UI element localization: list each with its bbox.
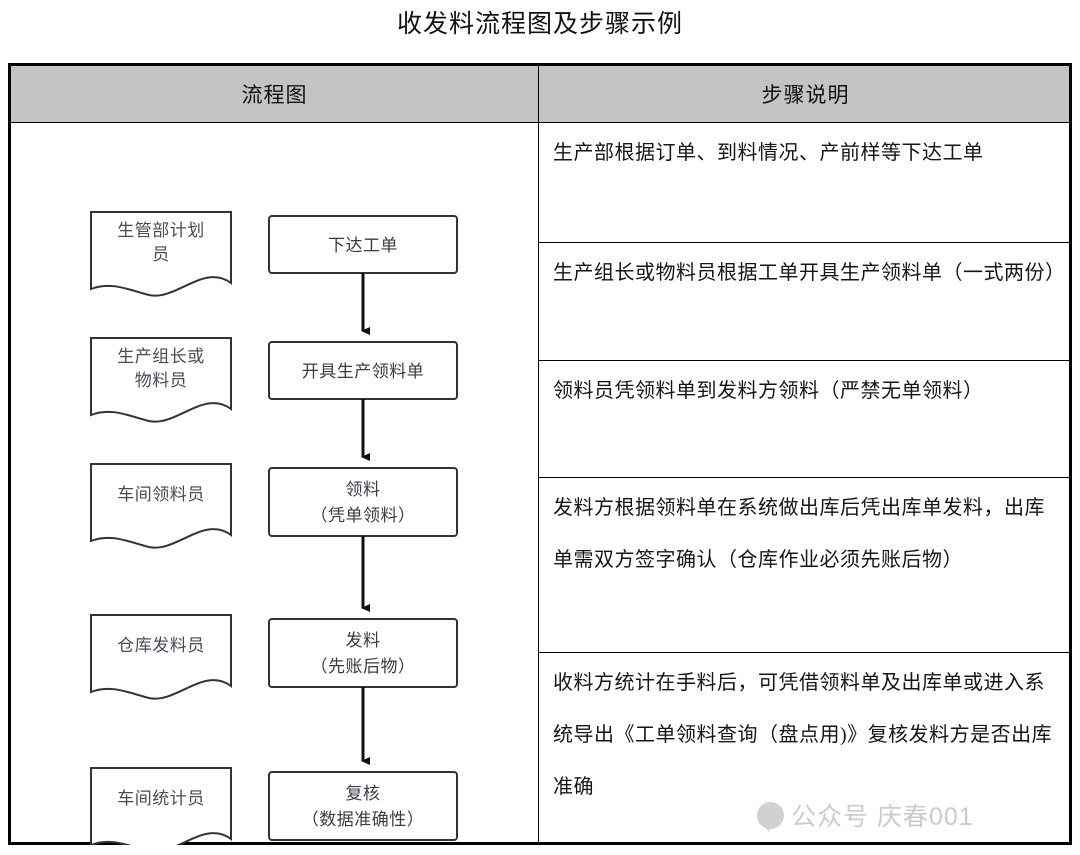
process-label-3-line1: 领料: [346, 480, 381, 499]
role-shape-2: 生产组长或 物料员: [90, 337, 232, 423]
process-label-4-line2: （先账后物）: [311, 657, 416, 676]
process-shape-2[interactable]: 开具生产领料单: [268, 341, 458, 400]
role-shape-4: 仓库发料员: [90, 614, 232, 700]
role-shape-1: 生管部计划 员: [90, 211, 232, 297]
role-label-1-line1: 生管部计划: [117, 221, 205, 240]
step-description-1: 生产部根据订单、到料情况、产前样等下达工单: [539, 123, 1072, 243]
process-label-5-line1: 复核: [346, 784, 381, 803]
process-shape-4[interactable]: 发料 （先账后物）: [268, 618, 458, 688]
role-shape-5: 车间统计员: [90, 767, 232, 845]
process-table: 流程图 步骤说明 生管部计划 员: [8, 63, 1072, 845]
table-header-row: 流程图 步骤说明: [11, 66, 1069, 123]
process-shape-1[interactable]: 下达工单: [268, 215, 458, 274]
column-header-steps: 步骤说明: [761, 83, 850, 107]
role-label-4-line1: 仓库发料员: [117, 636, 205, 655]
step-description-3: 领料员凭领料单到发料方领料（严禁无单领料）: [539, 361, 1072, 478]
flowchart-cell: 生管部计划 员 下达工单 生产组长或 物料员: [11, 123, 538, 845]
process-label-4-line1: 发料: [346, 631, 381, 650]
step-description-2: 生产组长或物料员根据工单开具生产领料单（一式两份）: [539, 243, 1072, 361]
process-shape-3[interactable]: 领料 （凭单领料）: [268, 467, 458, 537]
role-label-2-line2: 物料员: [135, 371, 188, 390]
step-description-5: 收料方统计在手料后，可凭借领料单及出库单或进入系统导出《工单领料查询（盘点用)》…: [553, 672, 1053, 798]
process-label-2-line1: 开具生产领料单: [302, 362, 425, 381]
role-label-1-line2: 员: [152, 245, 170, 264]
column-divider: [538, 66, 539, 842]
steps-cell: 生产部根据订单、到料情况、产前样等下达工单 生产组长或物料员根据工单开具生产领料…: [539, 123, 1072, 845]
process-label-1-line1: 下达工单: [328, 236, 398, 255]
process-label-5-line2: （数据准确性）: [302, 810, 425, 829]
role-shape-3: 车间领料员: [90, 463, 232, 549]
step-description-4: 发料方根据领料单在系统做出库后凭出库单发料，出库单需双方签字确认（仓库作业必须先…: [539, 478, 1072, 653]
process-label-3-line2: （凭单领料）: [311, 506, 416, 525]
process-shape-5[interactable]: 复核 （数据准确性）: [268, 771, 458, 841]
role-label-2-line1: 生产组长或: [117, 347, 205, 366]
page-title: 收发料流程图及步骤示例: [396, 11, 683, 38]
column-header-flowchart: 流程图: [241, 83, 308, 107]
role-label-3-line1: 车间领料员: [117, 485, 205, 504]
role-label-5-line1: 车间统计员: [117, 789, 205, 808]
